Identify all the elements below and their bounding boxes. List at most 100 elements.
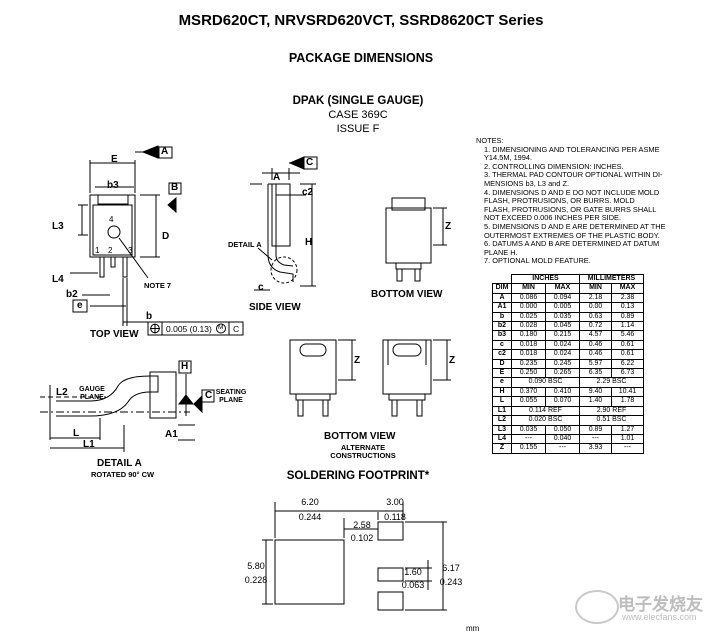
label-E: E [111,154,118,165]
cell: 0.72 [579,321,612,332]
note-line: NOT EXCEED 0.006 INCHES PER SIDE. [484,213,622,223]
cell: b3 [492,330,512,341]
cell: 0.46 [579,339,612,351]
package-issue: ISSUE F [336,123,380,135]
cell: 4.57 [579,330,612,341]
cell: 9.40 [579,386,612,398]
cell: 0.018 [511,349,546,360]
cell: 1.78 [611,396,644,407]
note-line: 2. CONTROLLING DIMENSION: INCHES. [484,161,624,171]
dim-pad-in: 0.063 [401,580,425,590]
notes-header: NOTES: [476,136,504,145]
cell: 0.215 [545,330,580,341]
cell: A1 [492,302,512,313]
side-label-A: A [273,172,281,183]
side-view-title: SIDE VIEW [249,302,301,313]
dim-h1-mm: 5.80 [247,561,265,571]
label-L: L [73,428,80,439]
side-label-H: H [305,237,313,248]
cell: A [492,292,512,304]
col-in-min: MIN [511,283,546,294]
cell: 0.61 [611,349,644,360]
cell: 0.13 [611,302,644,313]
table-row: L4---0.040---1.01 [492,433,644,445]
cell: 0.050 [545,424,580,435]
top-view-title: TOP VIEW [90,329,139,340]
cell: 0.024 [545,339,580,351]
note-line: 6. DATUMS A AND B ARE DETERMINED AT DATU… [484,239,660,249]
label-e: e [77,300,83,311]
cell: D [492,358,512,370]
dim-h2-in: 0.243 [439,577,463,587]
pin-2: 2 [108,246,113,255]
cell: b [492,311,512,323]
label-L4: L4 [52,274,64,285]
note-line: Y14.5M, 1994. [484,153,533,163]
watermark-url: www.elecfans.com [622,612,697,622]
cell: b2 [492,321,512,332]
cell: 0.265 [545,368,580,379]
page-subtitle: PACKAGE DIMENSIONS [288,51,434,65]
label-L2: L2 [56,387,68,398]
bottom-view-outline [385,197,447,282]
note-line: OUTERMOST EXTREMES OF THE PLASTIC BODY. [484,230,660,240]
label-b: b [146,311,153,322]
label-Z-alt-2: Z [449,355,456,366]
note-line: 5. DIMENSIONS D AND E ARE DETERMINED AT … [484,221,666,231]
cell: 0.51 BSC [579,415,644,426]
cell: 0.155 [511,443,546,454]
gauge-plane-line-2: PLANE [80,394,104,401]
cell: 1.40 [579,396,612,407]
cell: 0.89 [579,424,612,435]
cell: 0.235 [511,358,546,370]
cell: 0.114 REF [511,405,580,417]
tolerance-modifier: M [218,324,224,331]
dimension-table: INCHES MILLIMETERS DIM MIN MAX MIN MAX A… [492,273,644,454]
watermark-text: 电子发烧友 [618,595,703,614]
pin-4: 4 [109,215,114,224]
top-view-outline [70,151,160,326]
cell: --- [511,433,546,445]
cell: 3.93 [579,443,612,454]
dim-w2-in: 0.118 [384,512,406,522]
cell: L3 [492,424,512,435]
cell: 0.055 [511,396,546,407]
note-line: 7. OPTIONAL MOLD FEATURE. [484,256,591,266]
cell: 0.094 [545,292,580,304]
datum-H: H [181,361,189,372]
cell: 0.61 [611,339,644,351]
cell: 1.27 [611,424,644,435]
cell: L [492,396,512,407]
col-mm-max: MAX [611,283,644,294]
detail-a-rotation: ROTATED 90° CW [91,470,155,479]
cell: 0.370 [511,386,546,398]
cell: 10.41 [611,386,644,398]
cell: --- [545,443,580,454]
note-line: FLASH, PROTRUSIONS, OR GATE BURRS SHALL [484,204,657,214]
cell: e [492,377,512,388]
datum-B: B [171,182,179,193]
cell: 0.005 [545,302,580,313]
detail-a-title: DETAIL A [97,458,142,469]
datum-A: A [161,146,169,157]
label-A1: A1 [165,429,178,440]
detail-a-outline [40,371,195,452]
scale-unit: mm [466,624,480,633]
cell: H [492,386,512,398]
label-Z: Z [445,221,452,232]
note-line: 1. DIMENSIONING AND TOLERANCING PER ASME [484,144,660,154]
seating-plane-line-2: PLANE [219,397,243,404]
label-L3: L3 [52,221,64,232]
cell: L4 [492,433,512,445]
tolerance-datum: C [233,324,240,334]
datum-C: C [306,157,314,168]
dim-h1-in: 0.228 [244,575,268,585]
note-line: 4. DIMENSIONS D AND E DO NOT INCLUDE MOL… [484,187,660,197]
col-in-max: MAX [545,283,580,294]
